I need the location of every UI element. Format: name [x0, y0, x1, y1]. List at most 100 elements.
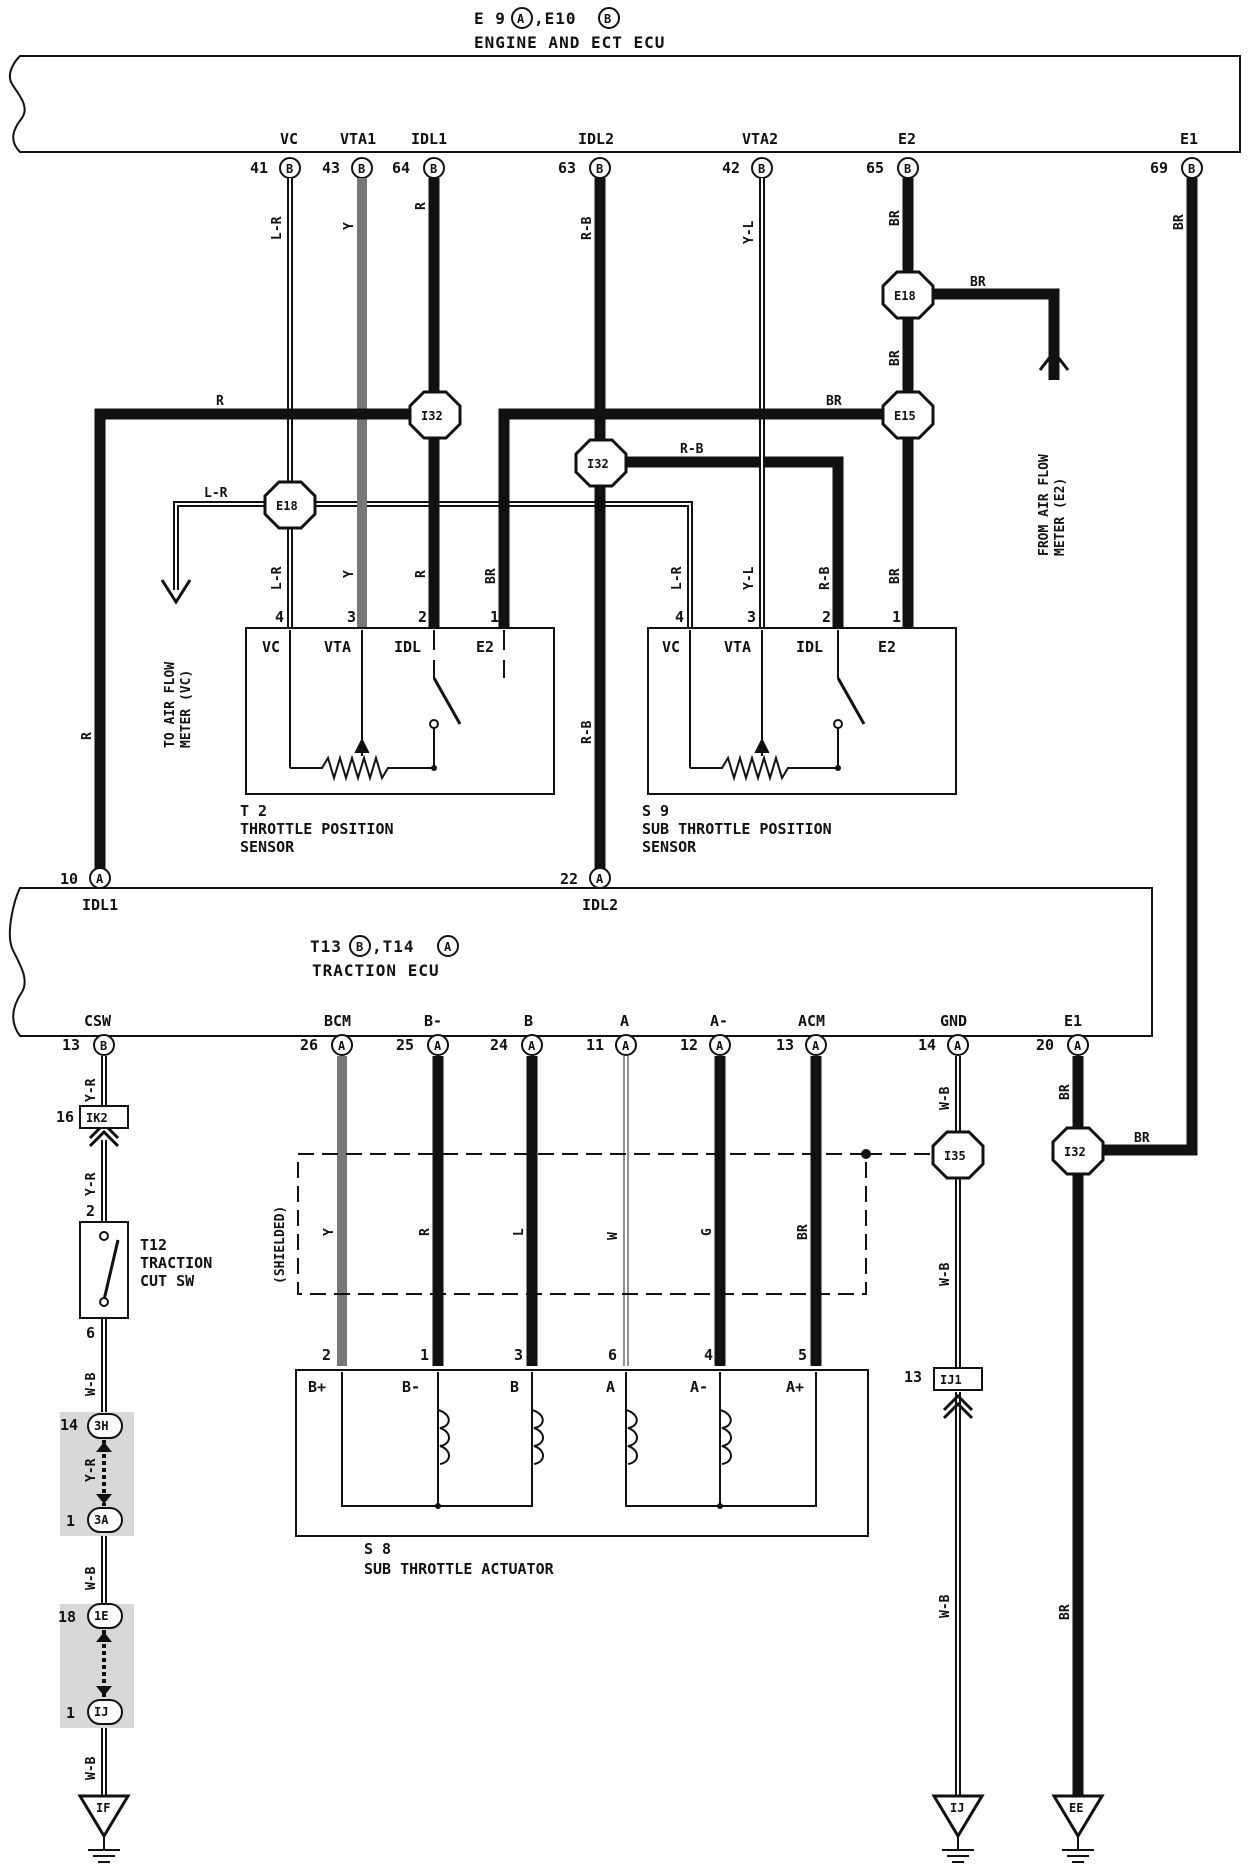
svg-text:Y-R: Y-R	[84, 1458, 99, 1482]
ground-if: IF	[77, 1794, 131, 1863]
svg-text:I32: I32	[1064, 1145, 1086, 1159]
svg-text:VTA: VTA	[324, 638, 351, 656]
svg-text:R: R	[414, 202, 429, 210]
svg-text:IDL2: IDL2	[578, 130, 614, 148]
svg-text:A: A	[517, 12, 525, 26]
svg-text:A: A	[444, 940, 452, 954]
svg-text:Y-L: Y-L	[742, 220, 757, 244]
svg-text:2: 2	[86, 1202, 95, 1220]
pin-e2: 65 B	[866, 157, 919, 179]
junction-e15: E15	[881, 390, 935, 440]
svg-text:FROM AIR FLOW: FROM AIR FLOW	[1037, 454, 1052, 556]
svg-text:IJ: IJ	[94, 1705, 108, 1719]
svg-text:1: 1	[66, 1512, 75, 1530]
junction-i32-mid: I32	[574, 438, 628, 488]
svg-text:W: W	[606, 1232, 621, 1240]
svg-text:26: 26	[300, 1036, 318, 1054]
svg-text:ACM: ACM	[798, 1012, 825, 1030]
junction-e18-right: E18	[881, 270, 935, 320]
svg-text:TRACTION ECU: TRACTION ECU	[312, 961, 440, 980]
note-from-afm: FROM AIR FLOW METER (E2)	[1037, 454, 1068, 556]
svg-text:S 8: S 8	[364, 1540, 391, 1558]
svg-text:Y: Y	[322, 1228, 337, 1236]
svg-text:3A: 3A	[94, 1513, 109, 1527]
svg-text:TO AIR FLOW: TO AIR FLOW	[163, 662, 178, 748]
svg-text:SUB THROTTLE POSITION: SUB THROTTLE POSITION	[642, 820, 832, 838]
svg-text:THROTTLE POSITION: THROTTLE POSITION	[240, 820, 394, 838]
csw-wire-labels: Y-R Y-R W-B Y-R W-B W-B	[84, 1078, 99, 1780]
ground-ij: IJ	[931, 1794, 985, 1863]
svg-text:IJ1: IJ1	[940, 1373, 962, 1387]
upper-wire-labels: L-R Y R R-B Y-L BR BR BR BR R BR R-B L-R…	[80, 202, 1187, 744]
svg-text:W-B: W-B	[84, 1372, 99, 1396]
svg-text:T 2: T 2	[240, 802, 267, 820]
svg-text:E2: E2	[898, 130, 916, 148]
svg-text:W-B: W-B	[938, 1594, 953, 1618]
svg-text:I32: I32	[421, 409, 443, 423]
svg-text:6: 6	[86, 1324, 95, 1342]
svg-text:L-R: L-R	[270, 216, 285, 240]
svg-text:3: 3	[514, 1346, 523, 1364]
svg-text:R-B: R-B	[580, 720, 595, 744]
svg-text:BR: BR	[1058, 1084, 1073, 1100]
svg-text:B: B	[904, 162, 911, 176]
svg-text:Y: Y	[342, 570, 357, 578]
svg-text:24: 24	[490, 1036, 508, 1054]
svg-text:A: A	[954, 1039, 962, 1053]
svg-text:W-B: W-B	[84, 1756, 99, 1780]
svg-text:IDL1: IDL1	[82, 896, 118, 914]
svg-text:A: A	[96, 872, 104, 886]
svg-text:A: A	[812, 1039, 820, 1053]
svg-text:SUB THROTTLE ACTUATOR: SUB THROTTLE ACTUATOR	[364, 1560, 555, 1578]
svg-text:B: B	[358, 162, 365, 176]
svg-text:BR: BR	[484, 568, 499, 584]
svg-text:3: 3	[747, 608, 756, 626]
svg-text:I35: I35	[944, 1149, 966, 1163]
svg-text:L: L	[512, 1228, 527, 1236]
svg-text:B: B	[604, 12, 611, 26]
svg-text:2: 2	[322, 1346, 331, 1364]
svg-text:BCM: BCM	[324, 1012, 351, 1030]
svg-text:A: A	[606, 1378, 615, 1396]
svg-text:A: A	[716, 1039, 724, 1053]
svg-text:42: 42	[722, 159, 740, 177]
wire-gnd-wb: W-B W-B W-B	[938, 1056, 974, 1796]
svg-text:E15: E15	[894, 409, 916, 423]
svg-text:63: 63	[558, 159, 576, 177]
svg-text:1: 1	[420, 1346, 429, 1364]
svg-text:Y-R: Y-R	[84, 1172, 99, 1196]
svg-text:VC: VC	[262, 638, 280, 656]
svg-text:R-B: R-B	[580, 216, 595, 240]
svg-text:VC: VC	[662, 638, 680, 656]
svg-text:I32: I32	[587, 457, 609, 471]
svg-text:1: 1	[66, 1704, 75, 1722]
svg-text:IDL1: IDL1	[411, 130, 447, 148]
svg-text:L-R: L-R	[270, 566, 285, 590]
svg-text:B: B	[510, 1378, 519, 1396]
svg-text:VC: VC	[280, 130, 298, 148]
svg-text:VTA2: VTA2	[742, 130, 778, 148]
svg-text:64: 64	[392, 159, 410, 177]
svg-text:65: 65	[866, 159, 884, 177]
engine-ecu-label: E 9 A ,E10 B ENGINE AND ECT ECU	[474, 7, 665, 52]
svg-text:ENGINE AND ECT ECU: ENGINE AND ECT ECU	[474, 33, 665, 52]
svg-text:1: 1	[892, 608, 901, 626]
joint-3h-3a: 14 3H 1 3A	[60, 1412, 134, 1536]
svg-text:B: B	[430, 162, 437, 176]
svg-text:R-B: R-B	[818, 566, 833, 590]
svg-text:Y-R: Y-R	[84, 1078, 99, 1102]
svg-text:A: A	[596, 872, 604, 886]
svg-text:E1: E1	[1064, 1012, 1082, 1030]
svg-text:13: 13	[904, 1368, 922, 1386]
svg-text:2: 2	[418, 608, 427, 626]
svg-text:69: 69	[1150, 159, 1168, 177]
svg-text:E18: E18	[894, 289, 916, 303]
connector-ij1: 13 IJ1	[904, 1367, 983, 1391]
svg-text:IDL: IDL	[796, 638, 823, 656]
svg-text:4: 4	[275, 608, 284, 626]
wire-idl1-r-branch	[94, 408, 412, 878]
svg-text:Y: Y	[342, 222, 357, 230]
svg-text:A: A	[620, 1012, 629, 1030]
junction-e18-left: E18	[263, 480, 317, 530]
